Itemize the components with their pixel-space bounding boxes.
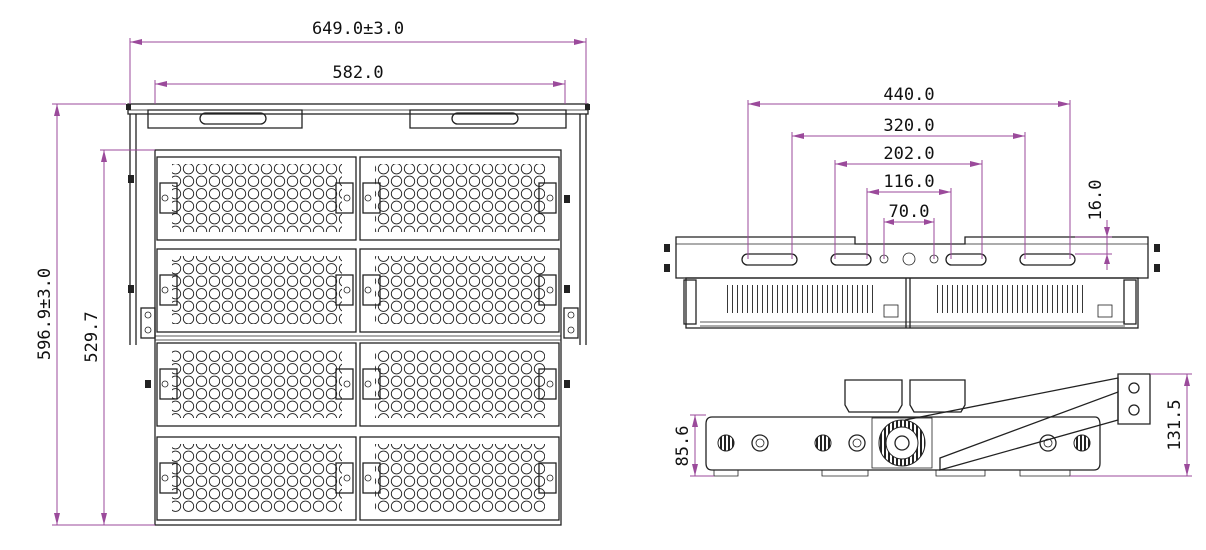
dim-side-height: 85.6 — [673, 426, 693, 467]
led-module — [156, 156, 357, 241]
front-view: 649.0±3.0 582.0 596.9±3.0 529.7 — [35, 19, 590, 526]
led-module — [156, 342, 357, 427]
side-dimensions — [690, 373, 1192, 477]
led-module — [156, 436, 357, 521]
dim-front-width-overall: 649.0±3.0 — [312, 19, 404, 39]
top-dimensions — [747, 100, 1112, 270]
led-module — [359, 436, 560, 521]
heat-sink-fins — [727, 285, 877, 313]
dim-top-16: 16.0 — [1086, 180, 1106, 221]
front-dimensions — [52, 38, 587, 526]
lamp-body-side — [705, 416, 1101, 471]
dim-top-440: 440.0 — [883, 85, 934, 105]
driver-housing — [844, 379, 903, 413]
dim-side-total: 131.5 — [1165, 399, 1185, 450]
led-module — [359, 248, 560, 333]
side-view: 85.6 131.5 — [673, 373, 1192, 477]
dim-top-70: 70.0 — [889, 202, 930, 222]
led-module — [156, 248, 357, 333]
led-module — [359, 342, 560, 427]
led-module — [359, 156, 560, 241]
dim-top-320: 320.0 — [883, 116, 934, 136]
lamp-body-frame — [154, 149, 562, 526]
dim-front-height-mount: 529.7 — [82, 311, 102, 362]
dim-front-height-overall: 596.9±3.0 — [35, 268, 55, 360]
mounting-bracket — [126, 103, 590, 388]
bracket-arm — [939, 391, 1119, 471]
led-modules — [155, 156, 561, 521]
top-plate — [675, 236, 1149, 279]
heat-sink-fins — [936, 285, 1086, 313]
dim-front-width-mount: 582.0 — [332, 63, 383, 83]
dim-top-116: 116.0 — [883, 172, 934, 192]
driver-housing — [909, 379, 966, 413]
dim-top-202: 202.0 — [883, 144, 934, 164]
top-view: 440.0 320.0 202.0 116.0 70.0 16.0 — [664, 85, 1160, 329]
